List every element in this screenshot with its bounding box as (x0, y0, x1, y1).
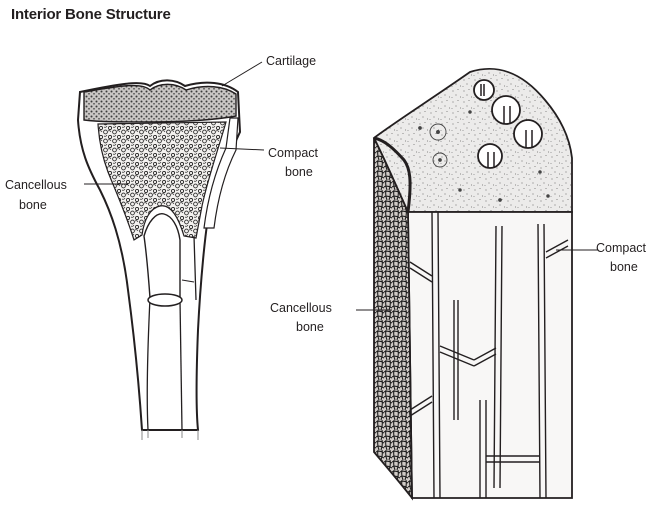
label-cancellous-right-2: bone (296, 320, 324, 334)
bone-block-section (374, 69, 572, 498)
label-compact-left-1: Compact (268, 146, 319, 160)
shaft-cut-ellipse (148, 294, 182, 306)
osteon (514, 120, 542, 148)
medullary-cavity (144, 214, 180, 300)
osteon (492, 96, 520, 124)
cartilage-cap (84, 84, 236, 122)
label-cancellous-left-1: Cancellous (5, 178, 67, 192)
long-bone-section (78, 80, 240, 440)
osteon (478, 144, 502, 168)
label-cancellous-left-2: bone (19, 198, 47, 212)
leader-cartilage (222, 62, 262, 86)
label-compact-right-1: Compact (596, 241, 647, 255)
label-cancellous-right-1: Cancellous (270, 301, 332, 315)
label-cartilage: Cartilage (266, 54, 316, 68)
label-compact-right-2: bone (610, 260, 638, 274)
block-top-face (374, 69, 572, 212)
label-compact-left-2: bone (285, 165, 313, 179)
